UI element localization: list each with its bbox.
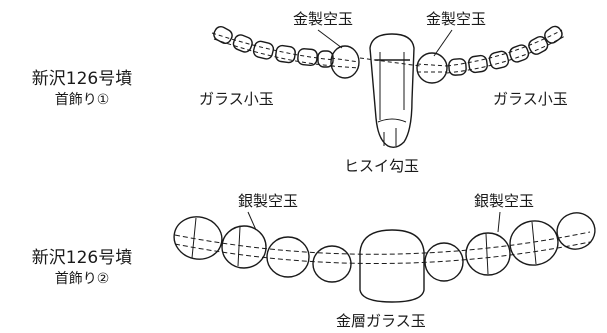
bead-plain-right-1	[424, 242, 464, 282]
label-glass-right: ガラス小玉	[493, 90, 568, 108]
glass-beads-right	[446, 25, 566, 76]
label-glass-left: ガラス小玉	[199, 90, 274, 108]
leader-silver-right	[497, 211, 501, 233]
label-silver-right: 銀製空玉	[474, 192, 535, 210]
label-gold-left: 金製空玉	[293, 10, 354, 28]
necklace-2-title: 新沢126号墳	[31, 248, 133, 268]
label-jade: ヒスイ勾玉	[344, 157, 420, 175]
label-silver-left: 銀製空玉	[238, 192, 299, 210]
leader-gold-right	[433, 29, 453, 57]
glass-beads-left	[211, 26, 336, 68]
gold-glass-bead	[359, 229, 425, 303]
silver-beads-right	[465, 212, 596, 276]
silver-beads-left	[173, 216, 267, 269]
leader-silver-left	[247, 211, 257, 231]
jade-magatama	[359, 33, 421, 149]
bead-plain-left-2	[312, 245, 352, 283]
necklace-1-caption: 新沢126号墳 首飾り①	[22, 68, 142, 110]
necklace-1-subtitle: 首飾り①	[54, 92, 110, 108]
necklace-1-drawing	[211, 25, 566, 149]
bead-plain-left-1	[266, 236, 310, 278]
necklace-1-title: 新沢126号墳	[31, 69, 133, 89]
label-gold-right: 金製空玉	[426, 10, 487, 28]
necklace-2-drawing	[173, 211, 596, 303]
necklace-2-caption: 新沢126号墳 首飾り②	[22, 247, 142, 289]
leader-gold-left	[317, 29, 343, 49]
necklace-2-subtitle: 首飾り②	[54, 271, 110, 287]
label-gold-glass: 金層ガラス玉	[336, 312, 426, 330]
gold-bead-right	[416, 52, 448, 84]
gold-bead-left	[330, 45, 360, 79]
